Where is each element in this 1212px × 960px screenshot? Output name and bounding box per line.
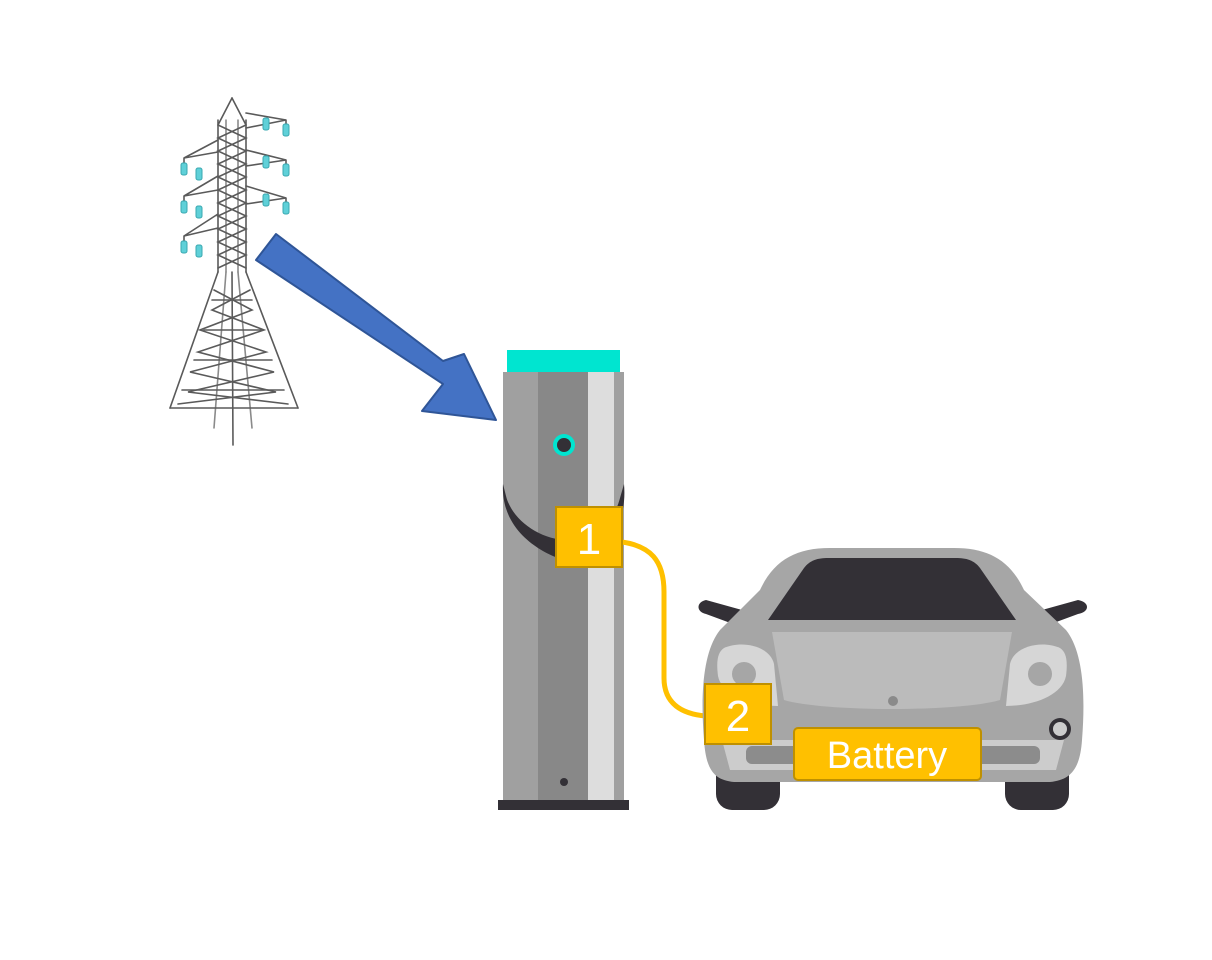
- vehicle-port-label: 2: [704, 683, 772, 745]
- power-transmission-tower-icon: [169, 97, 299, 446]
- vehicle-port-label-text: 2: [726, 692, 750, 741]
- ev-charging-station-icon: [498, 350, 629, 810]
- charging-cable: [619, 539, 709, 719]
- arrow-down-right-icon: [255, 233, 497, 421]
- charger-port-label: 1: [555, 506, 623, 568]
- battery-label: Battery: [793, 727, 982, 781]
- charger-port-label-text: 1: [577, 515, 601, 564]
- battery-label-text: Battery: [827, 735, 947, 777]
